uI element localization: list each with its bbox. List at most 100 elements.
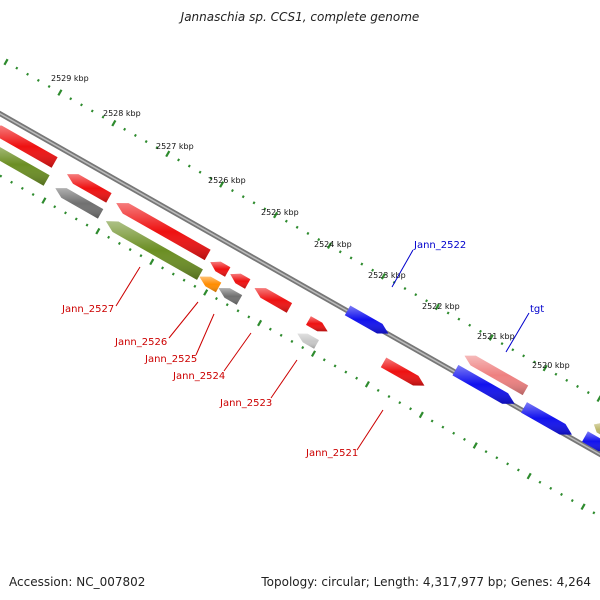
- gene-label-tgt: tgt: [530, 304, 544, 315]
- scale-tick: [69, 97, 73, 101]
- scale-tick: [549, 486, 553, 490]
- scale-tick: [586, 391, 590, 395]
- topology-text: Topology: circular; Length: 4,317,977 bp…: [261, 575, 591, 589]
- scale-tick: [36, 78, 40, 82]
- scale-tick: [457, 317, 461, 321]
- scale-tick: [360, 262, 364, 266]
- kbp-label-2528: 2528 kbp: [103, 109, 141, 118]
- gene-label-jann-2525: Jann_2525: [144, 354, 197, 365]
- scale-tick: [452, 431, 456, 435]
- scale-tick: [349, 256, 353, 260]
- scale-tick: [187, 164, 191, 168]
- scale-tick: [144, 140, 148, 144]
- scale-tick: [495, 456, 499, 460]
- inner-tick-ring: [0, 174, 596, 515]
- scale-tick: [20, 186, 24, 190]
- scale-tick: [500, 342, 504, 346]
- scale-tick: [155, 146, 159, 150]
- scale-tick: [560, 492, 563, 497]
- scale-tick: [64, 211, 67, 215]
- leader-jann-2521: [356, 409, 384, 451]
- leader-jann-2526: [168, 301, 199, 339]
- scale-tick: [376, 388, 380, 392]
- leader-jann-2525: [195, 313, 215, 356]
- kbp-label-2524: 2524 kbp: [314, 240, 352, 249]
- scale-tick: [398, 401, 402, 405]
- scale-tick: [463, 437, 466, 441]
- scale-tick: [344, 370, 348, 374]
- scale-tick: [268, 327, 272, 331]
- scale-tick: [95, 227, 101, 235]
- kbp-label-2527: 2527 kbp: [156, 142, 194, 151]
- outer-tick-ring: [3, 58, 600, 403]
- scale-tick: [236, 309, 240, 313]
- scale-tick: [85, 223, 89, 227]
- scale-tick: [128, 248, 132, 252]
- scale-tick: [279, 333, 283, 337]
- scale-tick: [90, 109, 94, 113]
- scale-tick: [203, 289, 209, 296]
- kbp-label-2522: 2522 kbp: [422, 302, 460, 311]
- kbp-label-2525: 2525 kbp: [261, 208, 299, 217]
- kbp-label-2529: 2529 kbp: [51, 74, 89, 83]
- scale-tick: [171, 272, 175, 276]
- scale-tick: [111, 119, 117, 127]
- scale-tick: [117, 241, 121, 246]
- scale-tick: [333, 364, 337, 368]
- scale-tick: [310, 350, 317, 357]
- scale-tick: [554, 372, 558, 376]
- scale-tick: [484, 450, 488, 454]
- leader-jann-2524: [223, 332, 252, 372]
- scale-tick: [252, 201, 256, 205]
- scale-tick: [193, 284, 197, 288]
- scale-tick: [273, 211, 279, 219]
- scale-tick: [326, 242, 333, 249]
- gene-label-jann-2527: Jann_2527: [61, 304, 114, 315]
- scale-tick: [225, 303, 229, 307]
- scale-tick: [301, 346, 305, 350]
- scale-tick: [364, 380, 370, 388]
- scale-tick: [511, 348, 515, 352]
- scale-tick: [41, 197, 47, 204]
- kbp-label-2526: 2526 kbp: [208, 176, 246, 185]
- gene-label-jann-2524: Jann_2524: [172, 371, 225, 382]
- scale-tick: [441, 425, 445, 429]
- accession-text: Accession: NC_007802: [9, 575, 146, 589]
- scale-tick: [241, 195, 245, 199]
- scale-tick: [10, 180, 14, 184]
- kbp-label-2521: 2521 kbp: [477, 332, 515, 341]
- scale-tick: [434, 303, 440, 311]
- scale-tick: [290, 339, 294, 343]
- scale-tick: [472, 442, 478, 449]
- scale-tick: [488, 334, 494, 341]
- scale-tick: [430, 419, 434, 423]
- scale-tick: [506, 462, 510, 466]
- scale-tick: [570, 499, 574, 503]
- scale-tick: [198, 170, 202, 174]
- scale-tick: [133, 133, 137, 138]
- scale-tick: [532, 360, 536, 364]
- scale-tick: [542, 364, 548, 372]
- scale-tick: [47, 84, 51, 89]
- scale-tick: [15, 66, 19, 70]
- scale-tick: [0, 174, 3, 178]
- leader-jann-2527: [115, 266, 141, 307]
- scale-tick: [565, 378, 569, 382]
- scale-tick: [26, 72, 30, 76]
- scale-tick: [182, 278, 186, 282]
- scale-tick: [580, 503, 586, 511]
- scale-tick: [209, 176, 213, 180]
- scale-tick: [479, 329, 482, 333]
- scale-tick: [263, 207, 267, 211]
- scale-tick: [596, 395, 600, 403]
- scale-tick: [80, 103, 83, 107]
- scale-tick: [31, 192, 35, 197]
- gene-label-jann-2526: Jann_2526: [114, 337, 167, 348]
- scale-tick: [446, 311, 450, 315]
- scale-tick: [165, 150, 171, 158]
- kbp-label-2520: 2520 kbp: [532, 361, 570, 370]
- scale-tick: [522, 354, 526, 358]
- scale-tick: [306, 231, 310, 235]
- scale-tick: [576, 384, 579, 389]
